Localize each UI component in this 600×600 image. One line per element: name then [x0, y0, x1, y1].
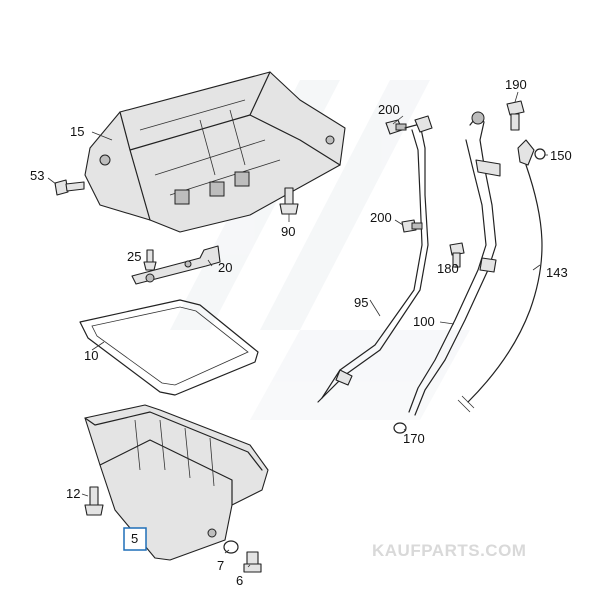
label-7[interactable]: 7 — [217, 558, 224, 573]
part-labels: 15 53 90 25 20 200 200 190 150 180 143 9… — [30, 77, 572, 588]
leader-190 — [514, 91, 519, 103]
bolt-90-part[interactable] — [279, 187, 299, 215]
leader-100 — [439, 321, 455, 325]
label-90[interactable]: 90 — [281, 224, 295, 239]
clip-200-top-part[interactable] — [385, 119, 407, 135]
upper-oil-pan-part[interactable] — [84, 71, 346, 233]
label-150[interactable]: 150 — [550, 148, 572, 163]
bolt-180-part[interactable] — [449, 242, 465, 268]
o-ring-170-part[interactable] — [393, 422, 407, 434]
lower-oil-pan-part[interactable] — [84, 404, 269, 561]
label-170[interactable]: 170 — [403, 431, 425, 446]
leader-200a — [392, 115, 404, 125]
bolt-190-part[interactable] — [506, 100, 525, 131]
bolt-53-part[interactable] — [54, 179, 85, 196]
label-200b[interactable]: 200 — [370, 210, 392, 225]
seal-ring-part[interactable] — [223, 540, 239, 554]
label-5[interactable]: 5 — [131, 531, 138, 546]
leader-lines — [47, 91, 548, 568]
dipstick-143-part[interactable] — [457, 139, 543, 413]
seal-150-part[interactable] — [534, 148, 546, 160]
leader-6 — [247, 564, 251, 568]
leader-15 — [91, 131, 113, 141]
label-100[interactable]: 100 — [413, 314, 435, 329]
leader-12 — [81, 493, 89, 497]
dipstick-tube-100-part[interactable] — [408, 111, 501, 416]
label-53[interactable]: 53 — [30, 168, 44, 183]
label-95[interactable]: 95 — [354, 295, 368, 310]
label-12[interactable]: 12 — [66, 486, 80, 501]
label-200a[interactable]: 200 — [378, 102, 400, 117]
label-143[interactable]: 143 — [546, 265, 568, 280]
label-20[interactable]: 20 — [218, 260, 232, 275]
label-190[interactable]: 190 — [505, 77, 527, 92]
oil-pickup-tube-part[interactable] — [131, 245, 221, 285]
leader-7 — [224, 549, 230, 554]
label-10[interactable]: 10 — [84, 348, 98, 363]
guide-tube-95-part[interactable] — [317, 115, 433, 403]
leader-143 — [532, 264, 541, 271]
leader-95 — [369, 299, 381, 317]
leader-53 — [47, 177, 57, 185]
label-15[interactable]: 15 — [70, 124, 84, 139]
leader-170 — [403, 428, 407, 432]
label-25[interactable]: 25 — [127, 249, 141, 264]
clip-200-mid-part[interactable] — [401, 219, 423, 233]
leader-10 — [91, 341, 105, 351]
watermark-text: KAUFPARTS.COM — [372, 541, 526, 560]
label-180[interactable]: 180 — [437, 261, 459, 276]
leader-200b — [394, 219, 404, 226]
leader-20 — [207, 259, 213, 267]
selected-part-box[interactable] — [123, 527, 147, 551]
bolt-25-part[interactable] — [143, 249, 157, 271]
drain-plug-part[interactable] — [243, 551, 262, 573]
bolt-12-part[interactable] — [84, 486, 104, 516]
gasket-part[interactable] — [79, 299, 259, 396]
label-6[interactable]: 6 — [236, 573, 243, 588]
